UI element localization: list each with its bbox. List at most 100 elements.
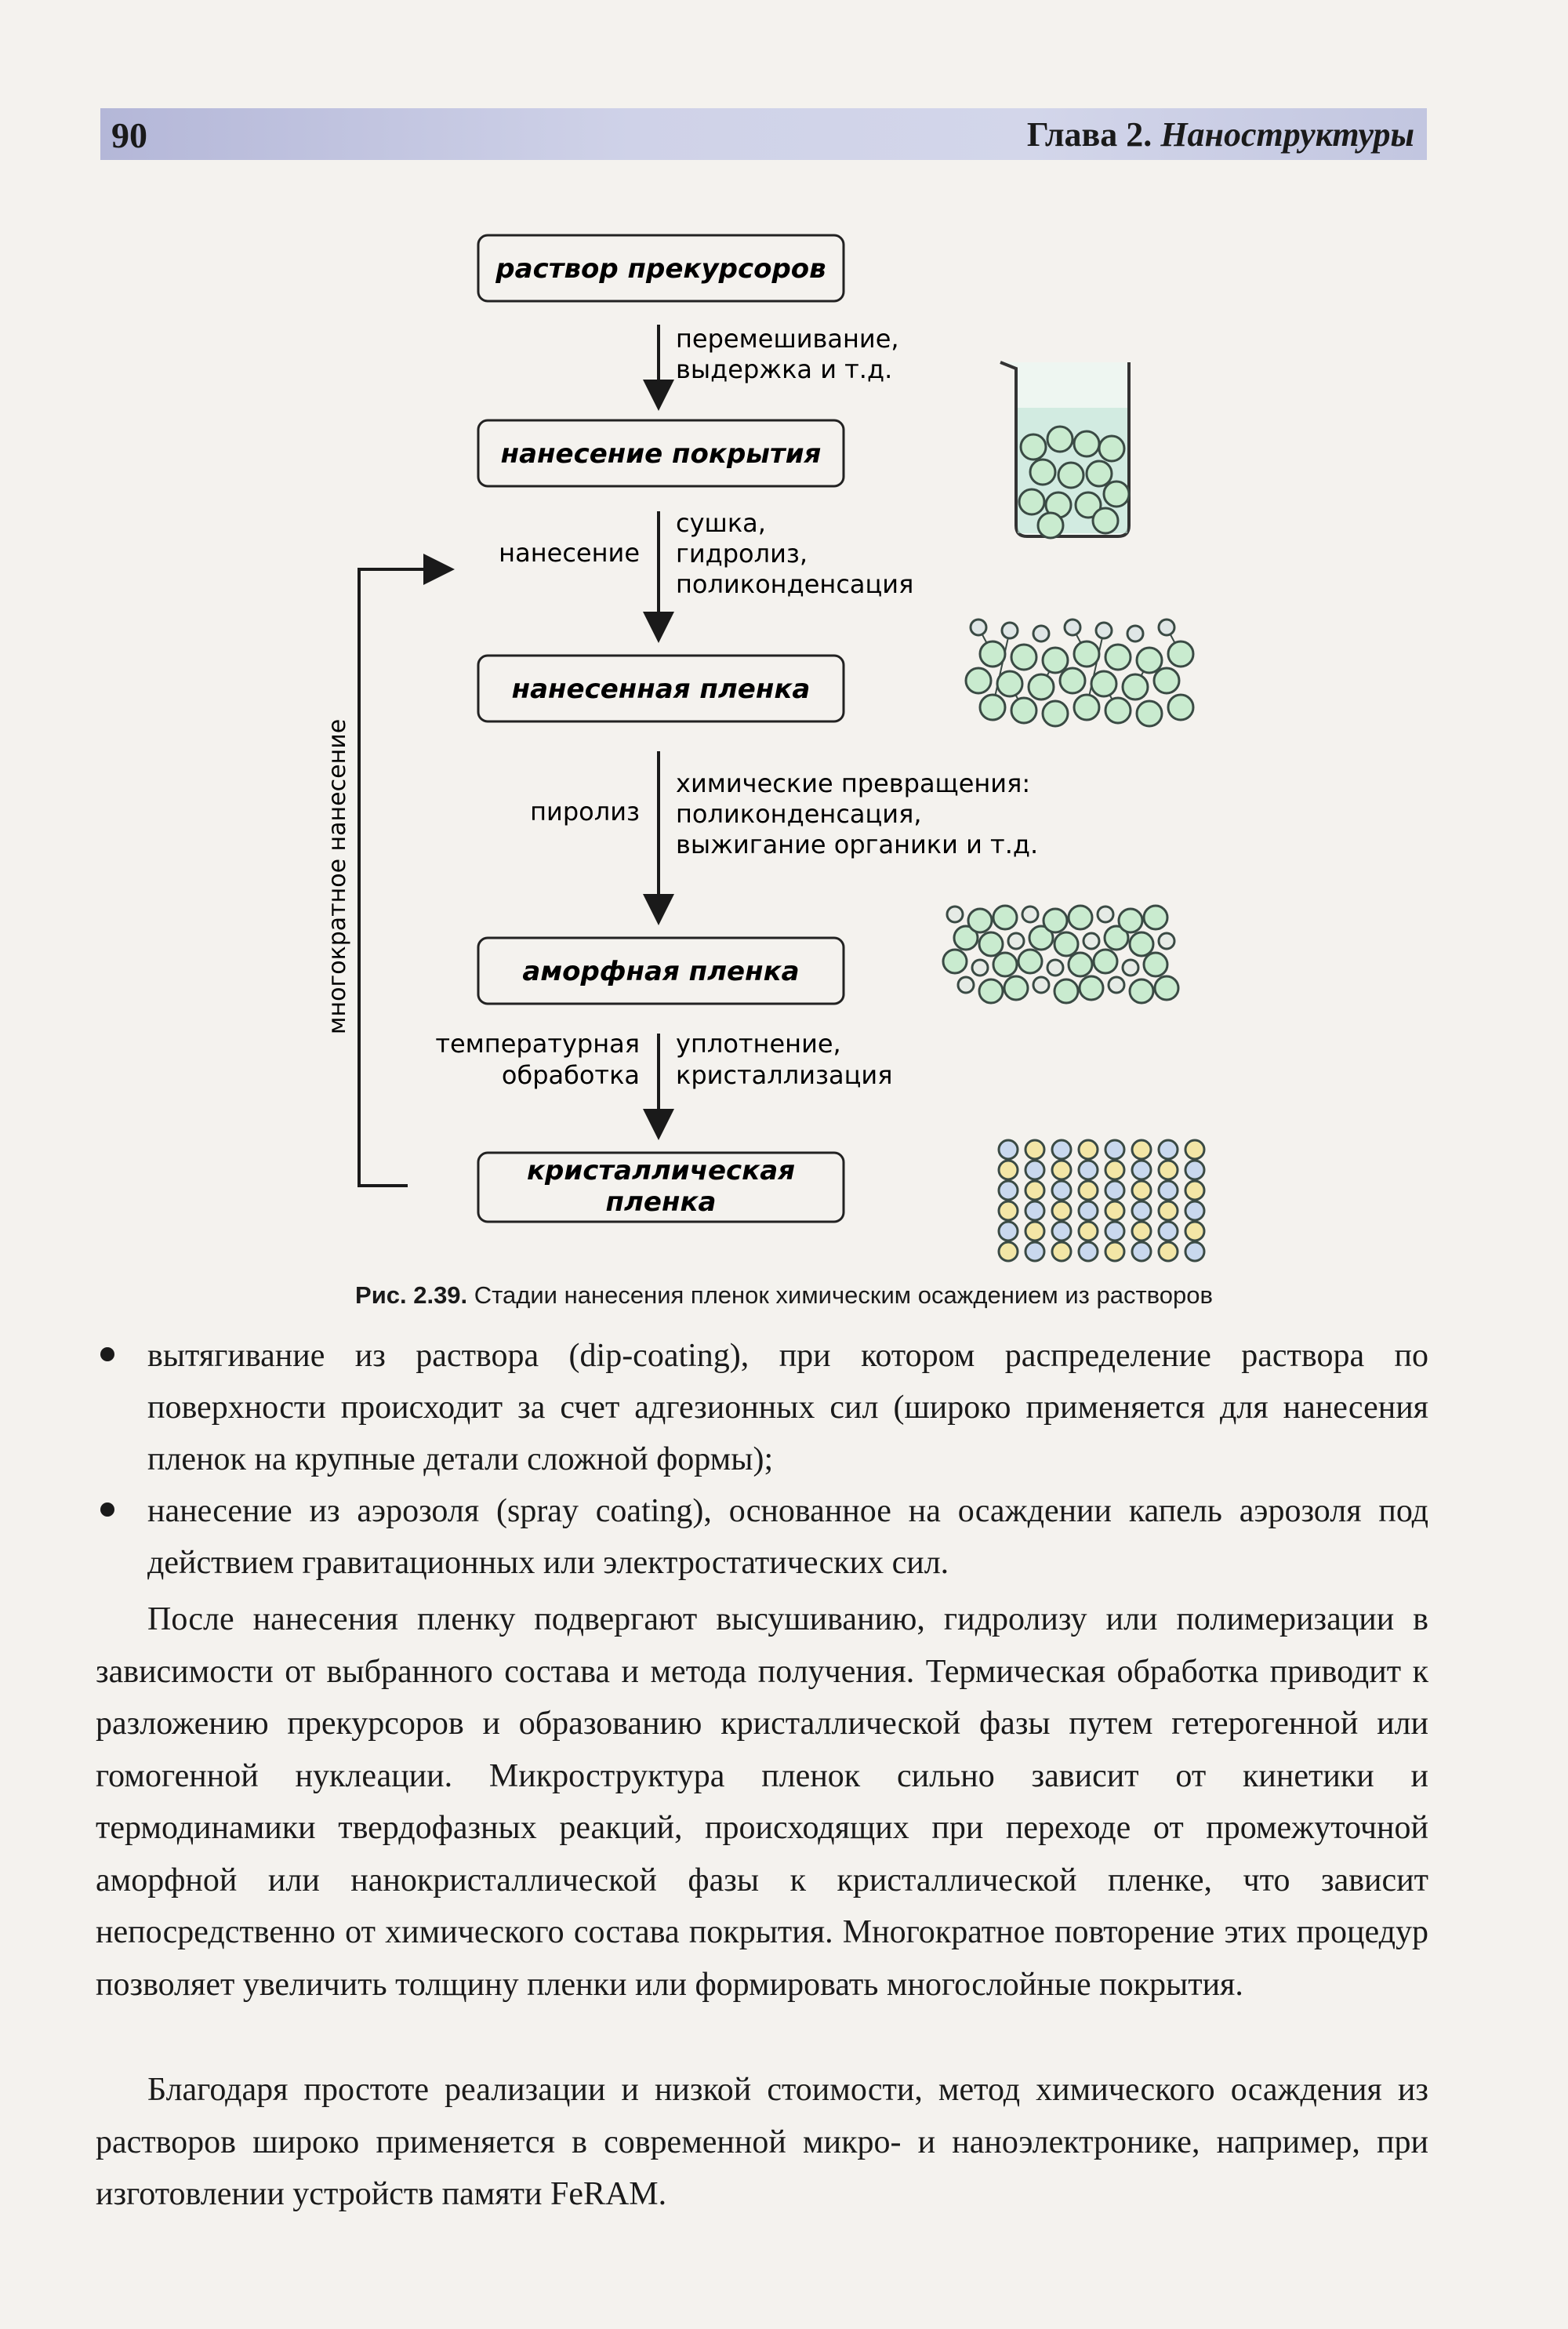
lattice-atom (1131, 1139, 1152, 1161)
film-particle (978, 931, 1004, 957)
lattice-atom (997, 1159, 1019, 1181)
beaker-particle (1029, 458, 1057, 486)
chapter-title: Наноструктуры (1160, 115, 1414, 154)
step2-right-line2: гидролиз, (676, 539, 808, 569)
film-particle (1104, 643, 1132, 671)
film-particle (967, 907, 993, 934)
lattice-atom (1051, 1220, 1073, 1242)
list-item: нанесение из аэрозоля (spray coating), о… (96, 1485, 1428, 1589)
step3-right-line2: поликонденсация, (676, 799, 922, 829)
lattice-atom (1184, 1200, 1206, 1222)
film-particle (1010, 696, 1038, 725)
film-particle (942, 948, 968, 975)
film-particle (971, 958, 989, 977)
svg-text:раствор прекурсоров: раствор прекурсоров (495, 253, 826, 285)
film-particle (1041, 699, 1069, 728)
lattice-atom (1104, 1241, 1126, 1263)
film-particle (1032, 976, 1051, 994)
film-particle (1007, 932, 1025, 950)
film-particle (1152, 667, 1181, 695)
lattice-atom (1024, 1220, 1046, 1242)
beaker-icon (1000, 361, 1131, 540)
film-particle (1153, 975, 1180, 1001)
lattice-atom (997, 1139, 1019, 1161)
process-diagram: раствор прекурсоров нанесение покрытия н… (324, 234, 1206, 1263)
step4-left-line1: температурная (435, 1029, 640, 1059)
lattice-atom (1077, 1220, 1099, 1242)
lattice-atom (1131, 1200, 1152, 1222)
lattice-atom (1051, 1179, 1073, 1201)
lattice-atom (1131, 1179, 1152, 1201)
film-particle (1107, 976, 1126, 994)
film-particle (1126, 624, 1145, 643)
film-particle (1167, 693, 1195, 721)
lattice-atom (1157, 1220, 1179, 1242)
lattice-atom (1184, 1241, 1206, 1263)
lattice-atom (1104, 1179, 1126, 1201)
film-particle (969, 618, 988, 637)
bullet-list: вытягивание из раствора (dip-coating), п… (96, 1330, 1428, 1589)
list-item: вытягивание из раствора (dip-coating), п… (96, 1330, 1428, 1485)
beaker-particle (1102, 480, 1131, 508)
svg-text:кристаллическая: кристаллическая (527, 1155, 795, 1186)
film-particle (1117, 907, 1144, 934)
beaker-particle (1091, 507, 1120, 535)
film-particle (1135, 699, 1163, 728)
lattice-atom (1051, 1200, 1073, 1222)
film-particle (1067, 904, 1094, 931)
film-particle (1058, 667, 1087, 695)
film-particle (1021, 905, 1040, 924)
lattice-atom (1024, 1179, 1046, 1201)
lattice-atom (1024, 1139, 1046, 1161)
step2-right-line3: поликонденсация (676, 569, 913, 599)
lattice-atom (997, 1179, 1019, 1201)
film-particle (1094, 621, 1113, 640)
film-particle (1046, 958, 1065, 977)
box-applied-film: нанесенная пленка (477, 654, 845, 723)
svg-text:нанесение покрытия: нанесение покрытия (501, 438, 822, 470)
lattice-atom (1131, 1159, 1152, 1181)
running-head: Глава 2. Наноструктуры (1027, 114, 1414, 154)
lattice-atom (1077, 1241, 1099, 1263)
lattice-atom (1077, 1200, 1099, 1222)
film-particle (1073, 693, 1101, 721)
film-particle (978, 693, 1007, 721)
lattice-atom (1051, 1139, 1073, 1161)
amorphous-film-particles-icon (942, 904, 1180, 1005)
film-particle (1000, 621, 1019, 640)
svg-text:нанесенная пленка: нанесенная пленка (512, 674, 811, 705)
film-particle (1167, 640, 1195, 668)
lattice-atom (1077, 1139, 1099, 1161)
lattice-atom (1104, 1220, 1126, 1242)
film-particle (1067, 951, 1094, 978)
step2-left: нанесение (499, 538, 640, 568)
running-header-band (100, 108, 1427, 160)
film-particle (1017, 948, 1044, 975)
lattice-atom (1184, 1220, 1206, 1242)
figure-caption: Рис. 2.39. Стадии нанесения пленок химич… (0, 1281, 1568, 1310)
lattice-atom (1131, 1220, 1152, 1242)
film-particle (1041, 646, 1069, 674)
film-particle (992, 904, 1018, 931)
film-particle (1082, 932, 1101, 950)
film-particle (1078, 975, 1105, 1001)
film-particle (1103, 925, 1130, 951)
film-particle (1135, 646, 1163, 674)
film-particle (1073, 640, 1101, 668)
film-particle (1028, 925, 1054, 951)
lattice-atom (1157, 1241, 1179, 1263)
lattice-atom (1157, 1139, 1179, 1161)
lattice-atom (1157, 1159, 1179, 1181)
film-particle (1003, 975, 1029, 1001)
film-particle (953, 925, 979, 951)
film-particle (1063, 618, 1082, 637)
film-particle (1157, 618, 1176, 637)
film-particle (1096, 905, 1115, 924)
film-particle (1128, 978, 1155, 1005)
film-particle (1142, 904, 1169, 931)
film-particle (1032, 624, 1051, 643)
step4-right-line2: кристаллизация (676, 1060, 892, 1090)
lattice-atom (997, 1200, 1019, 1222)
lattice-atom (1131, 1241, 1152, 1263)
box-precursor-solution: раствор прекурсоров (477, 234, 845, 303)
